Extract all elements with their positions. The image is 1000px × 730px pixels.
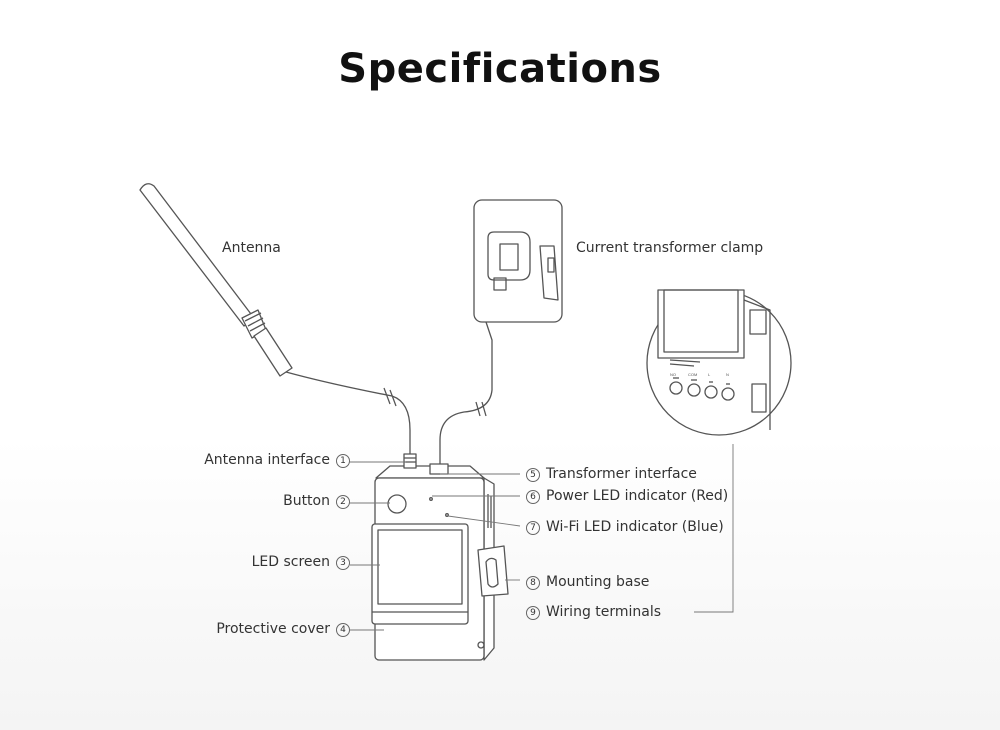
callout-number-9: 9 (526, 606, 540, 620)
callout-number-4: 4 (336, 623, 350, 637)
page-title: Specifications (338, 46, 662, 92)
callout-number-8: 8 (526, 576, 540, 590)
callout-number-6: 6 (526, 490, 540, 504)
terminal-label-row: NO COM L N (668, 372, 748, 380)
terminal-label-n: N (726, 372, 729, 377)
antenna-illustration (139, 183, 411, 458)
callout-number-2: 2 (336, 495, 350, 509)
device-body (371, 453, 509, 661)
ct-clamp-illustration (439, 199, 563, 464)
callout-number-1: 1 (336, 454, 350, 468)
leader-lines (350, 444, 734, 631)
callout-number-5: 5 (526, 468, 540, 482)
terminal-label-no: NO (670, 372, 676, 377)
terminal-label-com: COM (688, 372, 698, 377)
ct-clamp-callout: Current transformer clamp (576, 240, 764, 256)
terminals-zoom-inset (646, 289, 792, 436)
callout-number-3: 3 (336, 556, 350, 570)
antenna-callout: Antenna (222, 240, 281, 256)
callout-number-7: 7 (526, 521, 540, 535)
terminal-label-l: L (708, 372, 711, 377)
